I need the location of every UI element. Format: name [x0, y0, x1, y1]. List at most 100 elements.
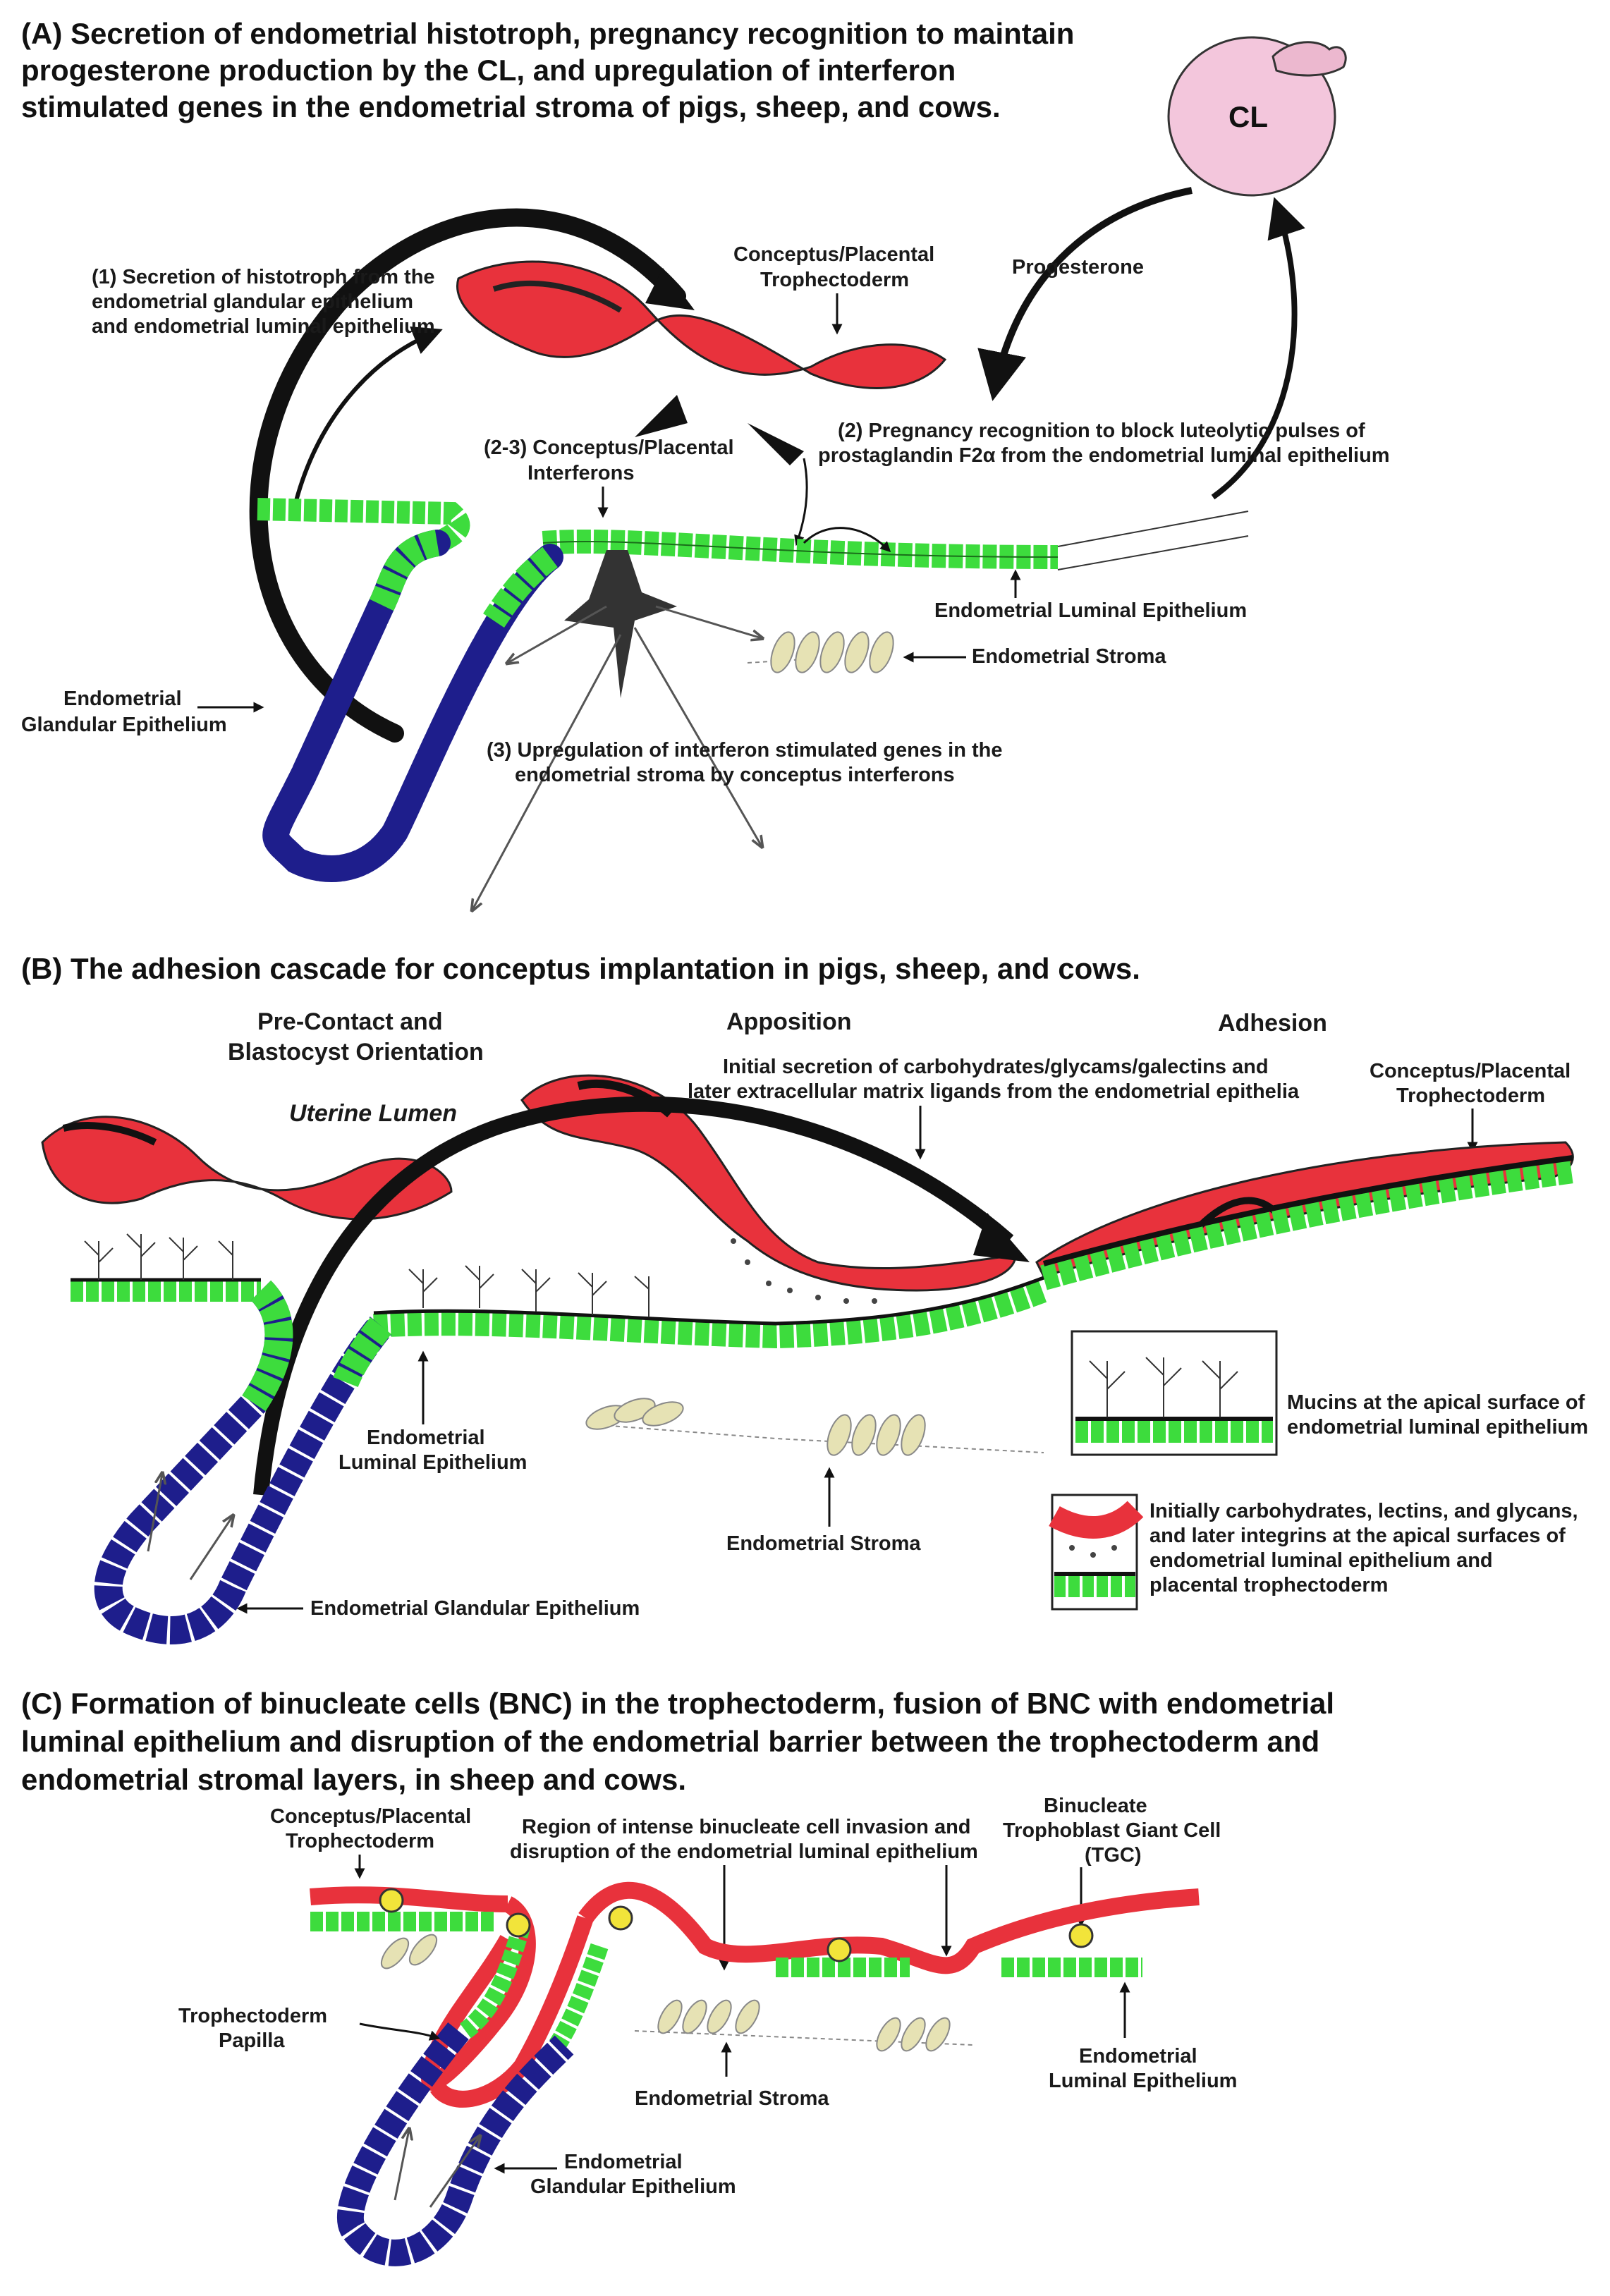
luminal-label-c-2: Luminal Epithelium [1049, 2070, 1237, 2092]
initial-secretion-label-2: later extracellular matrix ligands from … [688, 1080, 1300, 1103]
step2-label-1: (2) Pregnancy recognition to block luteo… [838, 420, 1365, 442]
interferon-wedge-1 [635, 395, 688, 437]
apposition-arrowhead [973, 1213, 1030, 1262]
gland-flow-arrow-c-1 [394, 2130, 409, 2201]
stroma-label-b: Endometrial Stroma [726, 1532, 921, 1555]
papilla-label-1: Trophectoderm [178, 2005, 327, 2027]
gland-flow-arrow-1 [147, 1474, 162, 1552]
isg-arrow-2 [472, 634, 622, 910]
apposition-label: Apposition [726, 1008, 852, 1035]
trophectoderm-papilla [421, 1896, 609, 2108]
papilla-label-2: Papilla [219, 2029, 285, 2052]
step1-label-2: endometrial glandular epithelium [92, 291, 413, 313]
tgc-label-2: Trophoblast Giant Cell [1003, 1819, 1221, 1842]
integrins-label-3: endometrial luminal epithelium and [1149, 1549, 1493, 1572]
panel-a: (A) Secretion of endometrial histotroph,… [21, 17, 1390, 910]
secretion-arrow-luminal [803, 527, 891, 553]
panel-b-title: (B) The adhesion cascade for conceptus i… [21, 952, 1140, 985]
mucins-label-1: Mucins at the apical surface of [1287, 1391, 1585, 1414]
step3-label-1: (3) Upregulation of interferon stimulate… [487, 739, 1003, 762]
luminal-label-b-1: Endometrial [367, 1427, 485, 1449]
bnc-cell-1 [379, 1888, 404, 1913]
conceptus-label-b-2: Trophectoderm [1396, 1085, 1545, 1107]
panel-a-title-line3: stimulated genes in the endometrial stro… [21, 90, 1001, 123]
step23-label-1: (2-3) Conceptus/Placental [484, 436, 734, 459]
histotroph-secretion-path [249, 208, 686, 743]
step3-label-2: endometrial stroma by conceptus interfer… [515, 764, 955, 786]
interferon-spread-star [564, 550, 677, 698]
conceptus-ribbon-a [456, 260, 947, 389]
endometrial-gland-c [336, 2022, 574, 2266]
conceptus-label-c-2: Trophectoderm [286, 1830, 434, 1852]
region-label-1: Region of intense binucleate cell invasi… [522, 1816, 971, 1838]
pgf2a-to-cl-arrow [1211, 197, 1305, 500]
bnc-cell-3 [608, 1905, 633, 1931]
glandular-label-c-2: Glandular Epithelium [530, 2175, 736, 2198]
precontact-label-1: Pre-Contact and [257, 1008, 443, 1035]
integrins-inset [1049, 1494, 1144, 1611]
panel-c-title-line1: (C) Formation of binucleate cells (BNC) … [21, 1687, 1334, 1720]
mucins-inset [1071, 1330, 1278, 1456]
gland-flow-arrow-2 [189, 1516, 233, 1580]
step1-label-1: (1) Secretion of histotroph from the [92, 266, 435, 288]
interferon-arrow-2 [794, 458, 808, 546]
stroma-label-a: Endometrial Stroma [972, 645, 1166, 668]
conceptus-label-a-1: Conceptus/Placental [733, 243, 934, 266]
precontact-label-2: Blastocyst Orientation [228, 1039, 484, 1065]
conceptus-label-b-1: Conceptus/Placental [1370, 1060, 1571, 1082]
integrins-label-1: Initially carbohydrates, lectins, and gl… [1149, 1500, 1578, 1522]
panel-c-title-line2: luminal epithelium and disruption of the… [21, 1725, 1319, 1758]
gland-flow-arrow-c-2 [429, 2137, 480, 2208]
step23-label-2: Interferons [527, 462, 634, 484]
panel-a-title-line1: (A) Secretion of endometrial histotroph,… [21, 17, 1074, 50]
bnc-cell-2 [506, 1912, 531, 1938]
mucins-label-2: endometrial luminal epithelium [1287, 1416, 1588, 1439]
luminal-label-b-2: Luminal Epithelium [339, 1451, 527, 1474]
panel-c: (C) Formation of binucleate cells (BNC) … [21, 1687, 1334, 2266]
stroma-cells-a [747, 631, 894, 673]
isg-arrow-1 [508, 605, 607, 663]
progesterone-arrow [977, 187, 1193, 401]
conceptus-ribbon-precontact [41, 1116, 453, 1221]
glandular-label-c-1: Endometrial [564, 2151, 683, 2173]
glandular-label-a-2: Glandular Epithelium [21, 714, 227, 736]
luminal-label-a: Endometrial Luminal Epithelium [934, 599, 1247, 622]
stroma-cells-b [585, 1398, 1044, 1456]
tgc-label-1: Binucleate [1044, 1795, 1147, 1817]
luminal-epithelium-a [257, 498, 1249, 570]
integrins-label-4: placental trophectoderm [1149, 1574, 1388, 1596]
bnc-cell-4 [827, 1937, 852, 1962]
apposition-transition-path [253, 1096, 1014, 1496]
ligand-dots-b [731, 1238, 877, 1304]
adhesion-label: Adhesion [1218, 1010, 1327, 1037]
step1-label-3: and endometrial luminal epithelium [92, 315, 435, 338]
step2-label-2: prostaglandin F2α from the endometrial l… [818, 444, 1390, 467]
integrins-label-2: and later integrins at the apical surfac… [1149, 1525, 1566, 1547]
luminal-label-c-1: Endometrial [1079, 2045, 1197, 2068]
isg-arrow-3 [633, 627, 762, 846]
uterine-lumen-label: Uterine Lumen [289, 1100, 457, 1127]
histotroph-arrowhead [645, 268, 695, 310]
corpus-luteum: CL [1167, 36, 1347, 197]
stroma-label-c: Endometrial Stroma [635, 2087, 829, 2110]
region-label-2: disruption of the endometrial luminal ep… [510, 1840, 978, 1863]
progesterone-label: Progesterone [1012, 256, 1144, 279]
panel-b: (B) The adhesion cascade for conceptus i… [21, 952, 1588, 1644]
tgc-label-3: (TGC) [1085, 1844, 1142, 1867]
luminal-epithelium-b [71, 1276, 1048, 1349]
interferon-wedge-2 [748, 423, 804, 465]
cl-label: CL [1228, 100, 1268, 133]
glandular-label-b: Endometrial Glandular Epithelium [310, 1597, 640, 1620]
conceptus-ribbon-adhesion [1035, 1141, 1575, 1290]
conceptus-label-c-1: Conceptus/Placental [270, 1805, 471, 1828]
endometrial-gland-b [94, 1280, 392, 1644]
initial-secretion-label-1: Initial secretion of carbohydrates/glyca… [723, 1056, 1269, 1078]
binucleate-cells [379, 1888, 1094, 1962]
luminal-secretion-arrow [294, 326, 443, 501]
endometrial-gland-a [262, 530, 563, 882]
tgc-cell [1068, 1923, 1094, 1948]
isg-arrow-4 [655, 605, 762, 638]
conceptus-label-a-2: Trophectoderm [760, 269, 909, 291]
panel-c-title-line3: endometrial stromal layers, in sheep and… [21, 1763, 686, 1796]
